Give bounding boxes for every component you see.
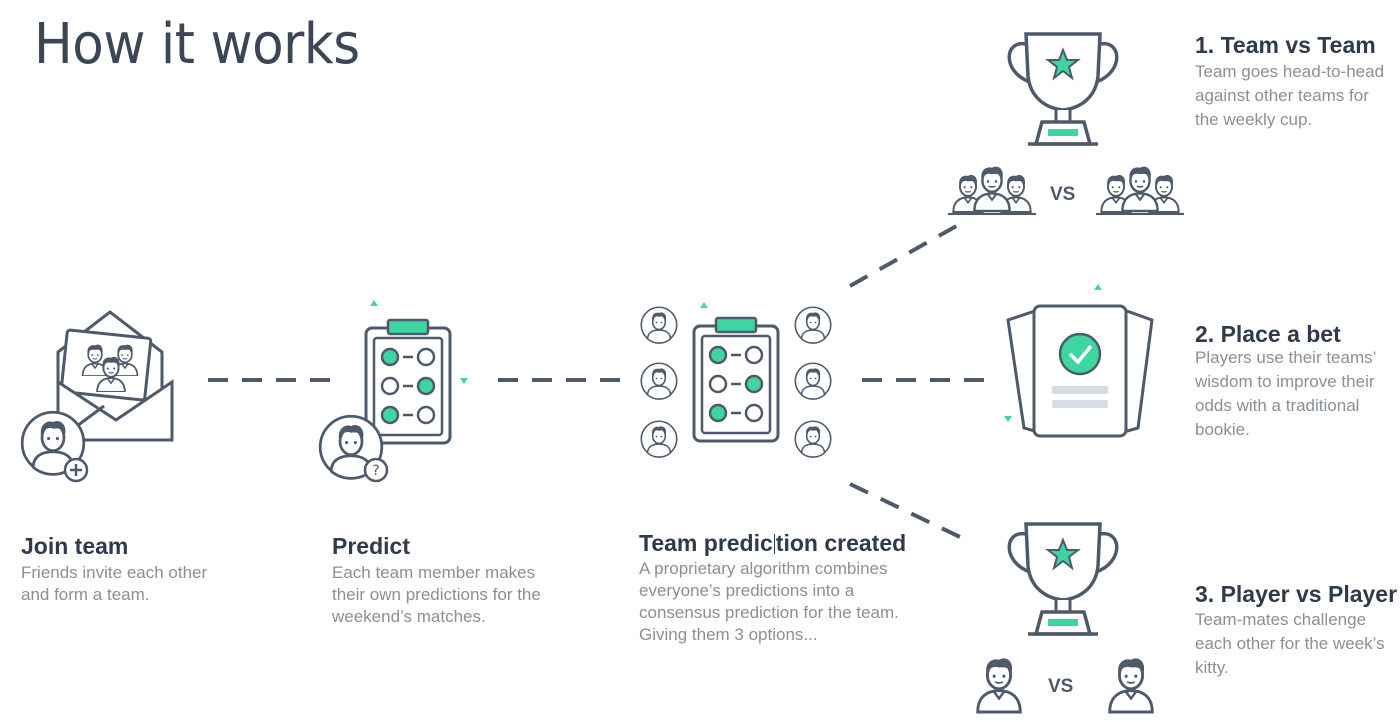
text-cursor (773, 534, 775, 554)
svg-text:?: ? (372, 463, 379, 479)
option-place-bet-desc: Players use their teams’ wisdom to impro… (1195, 348, 1376, 439)
connector-team-vs-team (849, 222, 961, 288)
page-title: How it works (34, 12, 360, 77)
step-team-title-part-b: tion created (775, 530, 907, 556)
trophy-player-icon (1007, 522, 1119, 636)
trophy-team-icon (1007, 32, 1119, 146)
step-team-title-part-a: Team predic (639, 530, 773, 556)
vs-label-player: VS (1048, 676, 1074, 697)
step-join-desc: Friends invite each other and form a tea… (21, 563, 208, 604)
option-player-vs-player-title: 3. Player vs Player (1195, 581, 1398, 607)
option-place-bet-title: 2. Place a bet (1195, 321, 1341, 347)
team-vs-team-icon (948, 165, 1184, 215)
vs-label-team: VS (1050, 184, 1076, 205)
step-join-title: Join team (21, 533, 129, 559)
step-team-desc: A proprietary algorithm combines everyon… (639, 559, 899, 644)
step-predict-desc: Each team member makes their own predict… (332, 563, 541, 626)
clipboard-predict-icon: ? (318, 300, 468, 483)
option-team-vs-team-title: 1. Team vs Team (1195, 32, 1376, 58)
option-player-vs-player-desc: Team-mates challenge each other for the … (1195, 610, 1385, 677)
envelope-invite-icon (20, 310, 174, 483)
option-team-vs-team-desc: Team goes head-to-head against other tea… (1195, 62, 1385, 129)
bet-slip-icon (1004, 284, 1154, 438)
team-clipboard-icon (640, 302, 832, 458)
step-predict-title: Predict (332, 533, 410, 559)
